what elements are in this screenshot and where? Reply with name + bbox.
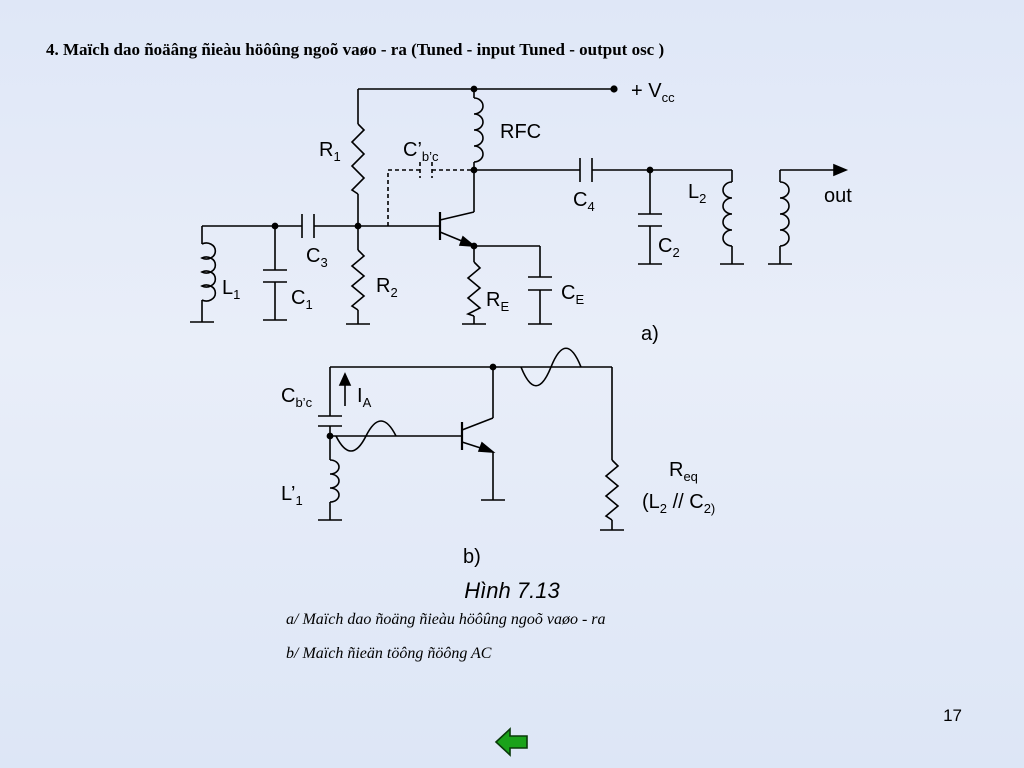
inductor-out bbox=[768, 163, 849, 265]
resistor-r2 bbox=[346, 226, 370, 325]
resistor-r1 bbox=[350, 89, 366, 226]
r2-label: R2 bbox=[376, 275, 398, 300]
l1-prime-label: L’1 bbox=[281, 483, 303, 508]
req-label: Req bbox=[669, 459, 698, 484]
capacitor-cb-c bbox=[318, 415, 342, 427]
ce-label: CE bbox=[561, 282, 584, 307]
circuit-b-label: b) bbox=[463, 546, 481, 568]
req-desc-label: (L2 // C2) bbox=[642, 491, 715, 516]
c3-label: C3 bbox=[306, 245, 328, 270]
resistor-req bbox=[600, 367, 624, 531]
current-ia-arrow bbox=[338, 372, 352, 406]
cbc-b-label: Cb’c bbox=[281, 385, 313, 410]
inductor-l1 bbox=[190, 226, 217, 323]
resistor-re bbox=[462, 246, 486, 325]
transistor-q-b bbox=[460, 367, 505, 501]
l1-label: L1 bbox=[222, 277, 240, 302]
rfc-label: RFC bbox=[500, 121, 541, 143]
sine-wave-base bbox=[335, 420, 397, 452]
slide-title: 4. Maïch dao ñoäâng ñieàu höôûng ngoõ va… bbox=[46, 40, 665, 59]
cbc-label: C’b’c bbox=[403, 139, 439, 164]
capacitor-c2 bbox=[638, 170, 662, 265]
page-number: 17 bbox=[943, 706, 962, 725]
figure-caption: Hình 7.13 bbox=[464, 578, 560, 603]
back-button[interactable] bbox=[494, 726, 530, 763]
r1-label: R1 bbox=[319, 139, 341, 164]
inductor-l1-prime bbox=[318, 436, 342, 521]
ia-label: IA bbox=[357, 385, 372, 410]
circuit-a-label: a) bbox=[641, 323, 659, 345]
circuit-b bbox=[318, 347, 624, 531]
c4-label: C4 bbox=[573, 189, 595, 214]
back-arrow-icon bbox=[494, 727, 528, 757]
capacitor-cbc-dashed bbox=[387, 162, 474, 226]
capacitor-ce bbox=[528, 246, 552, 325]
c1-label: C1 bbox=[291, 287, 313, 312]
transistor-q bbox=[438, 211, 477, 247]
capacitor-c4 bbox=[579, 158, 593, 182]
vcc-label: + Vcc bbox=[631, 80, 675, 105]
capacitor-c1 bbox=[263, 226, 287, 321]
sine-wave-top bbox=[520, 347, 582, 387]
subcaption-a: a/ Maïch dao ñoäng ñieàu höôûng ngoõ vaø… bbox=[286, 611, 606, 628]
re-label: RE bbox=[486, 289, 509, 314]
l2-label: L2 bbox=[688, 181, 706, 206]
out-label: out bbox=[824, 185, 852, 207]
circuit-a bbox=[190, 85, 849, 325]
c2-label: C2 bbox=[658, 235, 680, 260]
inductor-rfc bbox=[473, 89, 484, 212]
subcaption-b: b/ Maïch ñieän töông ñöông AC bbox=[286, 645, 492, 662]
inductor-l2 bbox=[720, 170, 744, 265]
capacitor-c3 bbox=[301, 214, 315, 238]
